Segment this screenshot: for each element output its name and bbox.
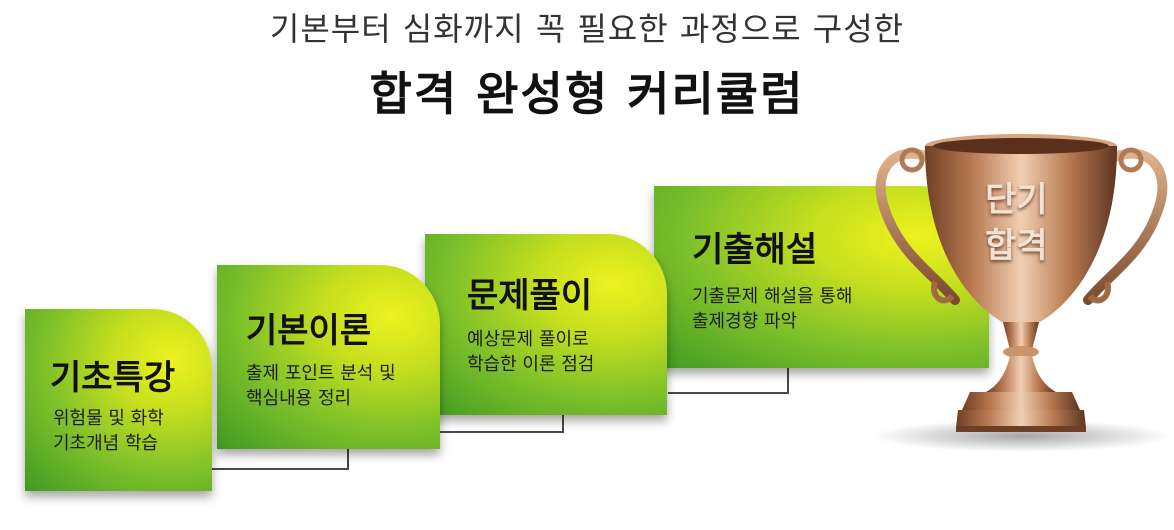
step-desc-4-line2: 출제경향 파악 [692, 311, 798, 332]
trophy-text-line2: 합격 [985, 226, 1048, 266]
page-title: 합격 완성형 커리큘럼 [369, 67, 805, 121]
step-desc-2-line1: 출제 포인트 분석 및 [246, 363, 396, 384]
trophy-text-line1: 단기 [985, 180, 1048, 220]
step-desc-4-line1: 기출문제 해설을 통해 [692, 286, 853, 307]
step-desc-2-line2: 핵심내용 정리 [246, 388, 352, 409]
step-title-2: 기본이론 [246, 311, 372, 351]
step-title-4: 기출해설 [692, 230, 818, 270]
page-subtitle: 기본부터 심화까지 꼭 필요한 과정으로 구성한 [269, 10, 905, 48]
step-desc-3-line1: 예상문제 풀이로 [467, 329, 589, 350]
step-desc-1-line1: 위험물 및 화학 [53, 408, 164, 429]
step-desc-1-line2: 기초개념 학습 [53, 433, 159, 454]
step-card-1 [25, 309, 212, 491]
step-desc-3-line2: 학습한 이론 점검 [467, 354, 595, 375]
connector-3-4 [668, 356, 789, 394]
step-title-3: 문제풀이 [467, 276, 593, 316]
step-title-1: 기초특강 [50, 358, 176, 398]
step-card-3 [425, 234, 667, 415]
step-card-2 [217, 265, 440, 449]
